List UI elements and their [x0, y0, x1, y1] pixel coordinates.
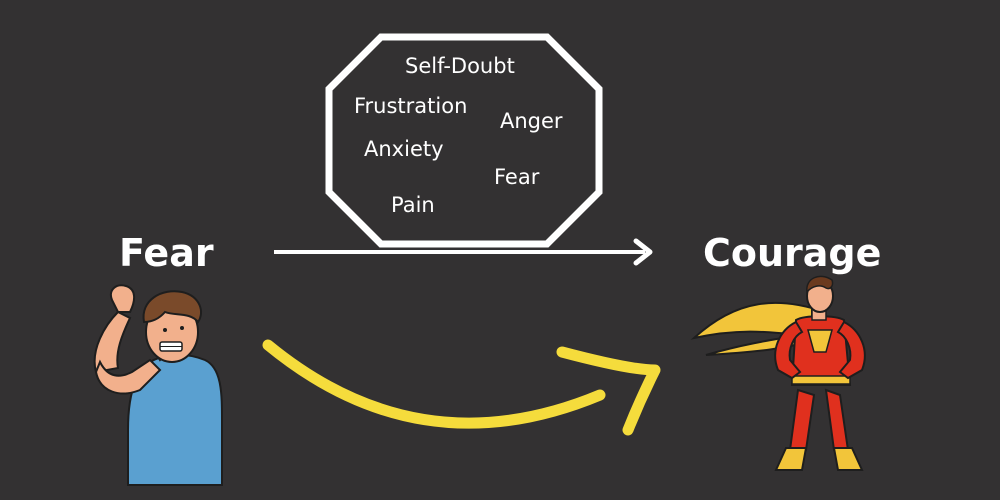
obstacle-octagon [325, 33, 603, 248]
straight-arrow [274, 238, 653, 266]
scared-man-icon [93, 284, 223, 486]
emotion-anxiety: Anxiety [364, 137, 444, 161]
emotion-pain: Pain [391, 193, 435, 217]
curved-arrow [262, 339, 661, 436]
end-label: Courage [703, 231, 882, 275]
emotion-anger: Anger [500, 109, 563, 133]
emotion-fear: Fear [494, 165, 540, 189]
emotion-frustration: Frustration [354, 94, 468, 118]
superhero-icon [690, 275, 866, 471]
emotion-self-doubt: Self-Doubt [405, 54, 515, 78]
start-label: Fear [119, 231, 214, 275]
